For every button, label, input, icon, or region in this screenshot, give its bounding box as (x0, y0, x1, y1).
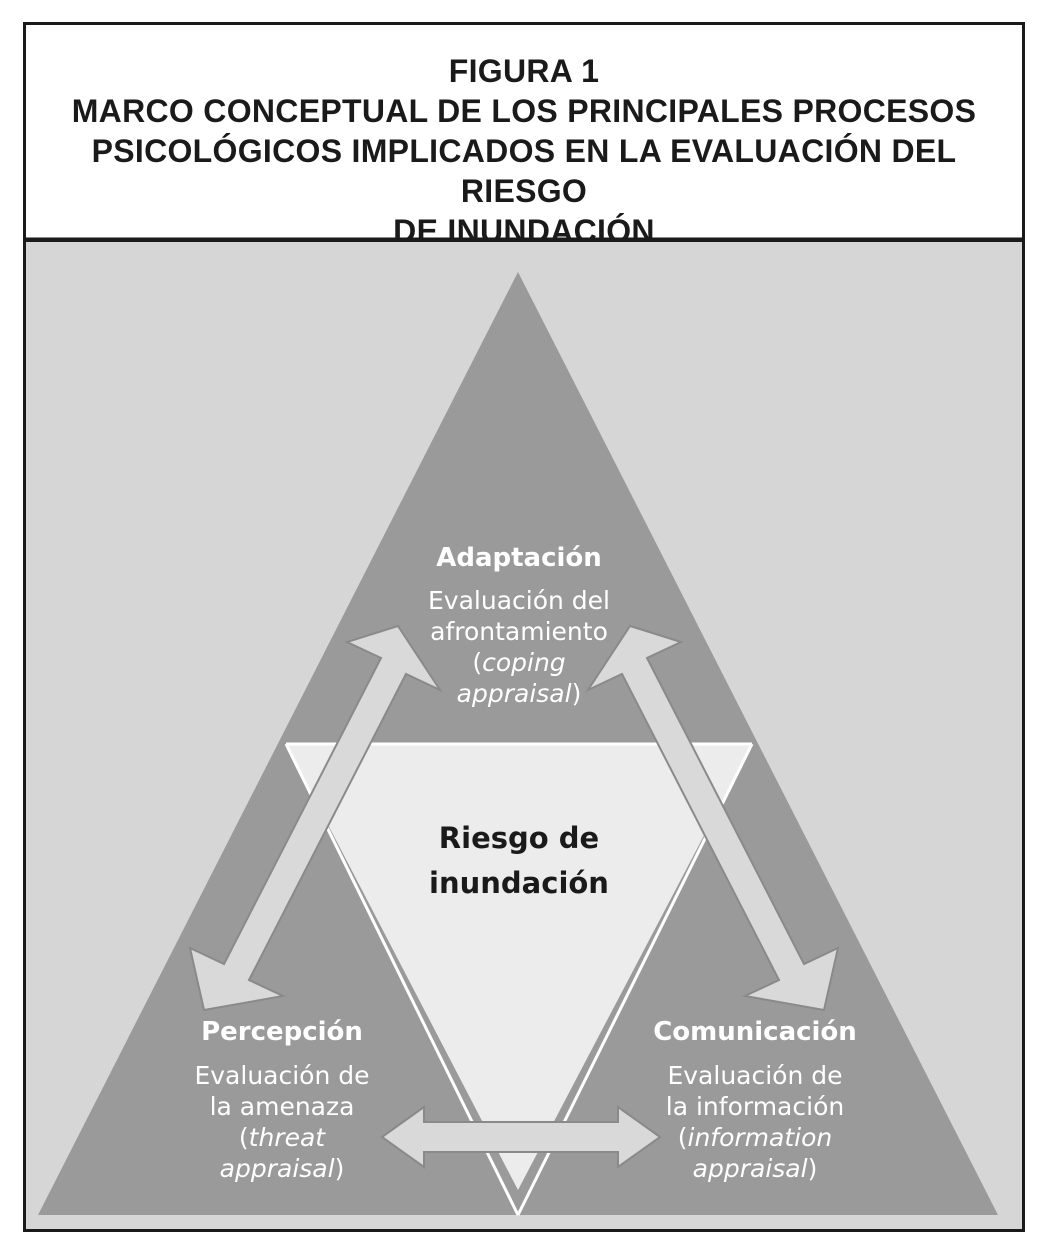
node-percepcion-line2: la amenaza (210, 1092, 355, 1121)
center-label-line2: inundación (429, 866, 609, 900)
node-percepcion-line1: Evaluación de (194, 1061, 369, 1090)
arrow-adaptacion-percepcion (188, 624, 443, 1012)
node-percepcion-line4: appraisal) (220, 1154, 345, 1183)
node-adaptacion-line2: afrontamiento (430, 617, 608, 646)
node-comunicacion-line3: (information (678, 1123, 833, 1152)
center-label-line1: Riesgo de (439, 821, 599, 855)
arrow-percepcion-comunicacion (380, 1105, 662, 1169)
node-comunicacion-heading: Comunicación (653, 1017, 857, 1047)
node-comunicacion-line2: la información (666, 1092, 844, 1121)
node-comunicacion-line4: appraisal) (693, 1154, 818, 1183)
node-percepcion-line3: (threat (239, 1123, 326, 1152)
node-adaptacion: Adaptación Evaluación del afrontamiento … (428, 543, 610, 708)
node-percepcion-heading: Percepción (201, 1017, 363, 1047)
center-label: Riesgo de inundación (429, 821, 609, 900)
figure-label: FIGURA 1 (448, 53, 600, 89)
node-comunicacion: Comunicación Evaluación de la informació… (653, 1017, 857, 1183)
node-percepcion: Percepción Evaluación de la amenaza (thr… (194, 1017, 369, 1183)
inner-triangle (286, 744, 752, 1190)
node-adaptacion-line3: (coping (472, 648, 565, 677)
figure-title-line-2: PSICOLÓGICOS IMPLICADOS EN LA EVALUACIÓN… (91, 133, 957, 209)
arrow-adaptacion-comunicacion (585, 624, 840, 1012)
frame-border (23, 22, 1025, 1232)
node-adaptacion-line4: appraisal) (457, 679, 582, 708)
figure-title-line-1: MARCO CONCEPTUAL DE LOS PRINCIPALES PROC… (71, 93, 977, 129)
node-adaptacion-line1: Evaluación del (428, 586, 610, 615)
node-adaptacion-heading: Adaptación (436, 543, 602, 573)
node-comunicacion-line1: Evaluación de (667, 1061, 842, 1090)
